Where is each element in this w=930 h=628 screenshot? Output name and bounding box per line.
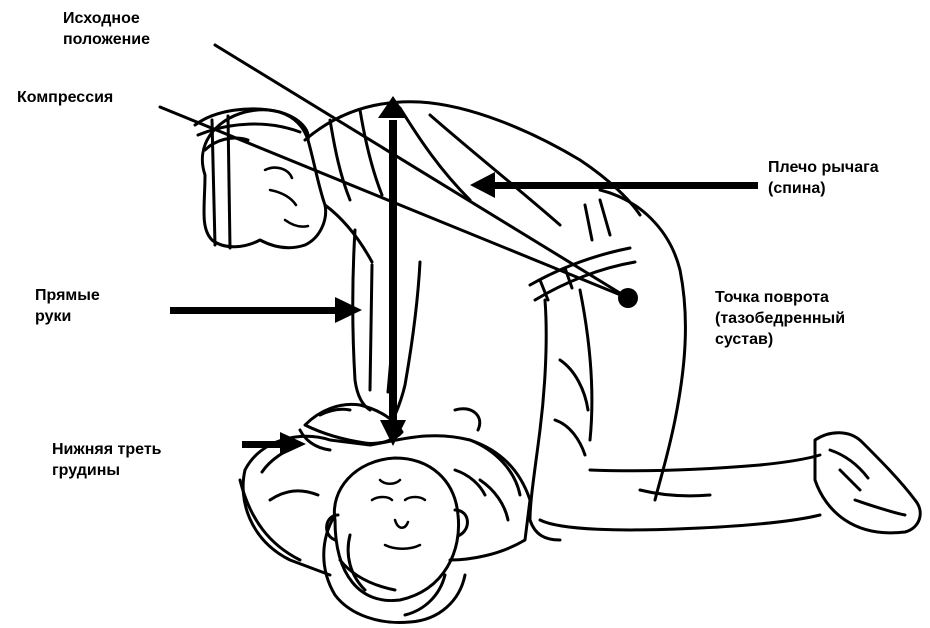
- label-initial-position-line1: Исходное: [63, 8, 150, 29]
- label-straight-arms-line1: Прямые: [35, 285, 100, 306]
- label-pivot-point-line1: Точка повpота: [715, 287, 845, 308]
- label-lower-sternum-line2: грудины: [52, 460, 161, 481]
- initial-position-line: [215, 45, 628, 298]
- label-straight-arms: Прямые руки: [35, 285, 100, 327]
- label-initial-position-line2: положение: [63, 29, 150, 50]
- straight-arms-arrow: [170, 297, 362, 323]
- label-initial-position: Исходное положение: [63, 8, 150, 50]
- label-lever-arm-line2: (спина): [768, 178, 879, 199]
- label-lower-sternum: Нижняя треть грудины: [52, 439, 161, 481]
- label-lever-arm: Плечо рычага (спина): [768, 157, 879, 199]
- label-straight-arms-line2: руки: [35, 306, 100, 327]
- label-pivot-point-line2: (тазобедренный: [715, 308, 845, 329]
- label-lower-sternum-line1: Нижняя треть: [52, 439, 161, 460]
- label-pivot-point: Точка повpота (тазобедренный сустав): [715, 287, 845, 350]
- label-lever-arm-line1: Плечо рычага: [768, 157, 879, 178]
- pivot-point-dot: [618, 288, 638, 308]
- label-compression-line1: Компрессия: [17, 87, 113, 108]
- label-pivot-point-line3: сустав): [715, 329, 845, 350]
- label-compression: Компрессия: [17, 87, 113, 108]
